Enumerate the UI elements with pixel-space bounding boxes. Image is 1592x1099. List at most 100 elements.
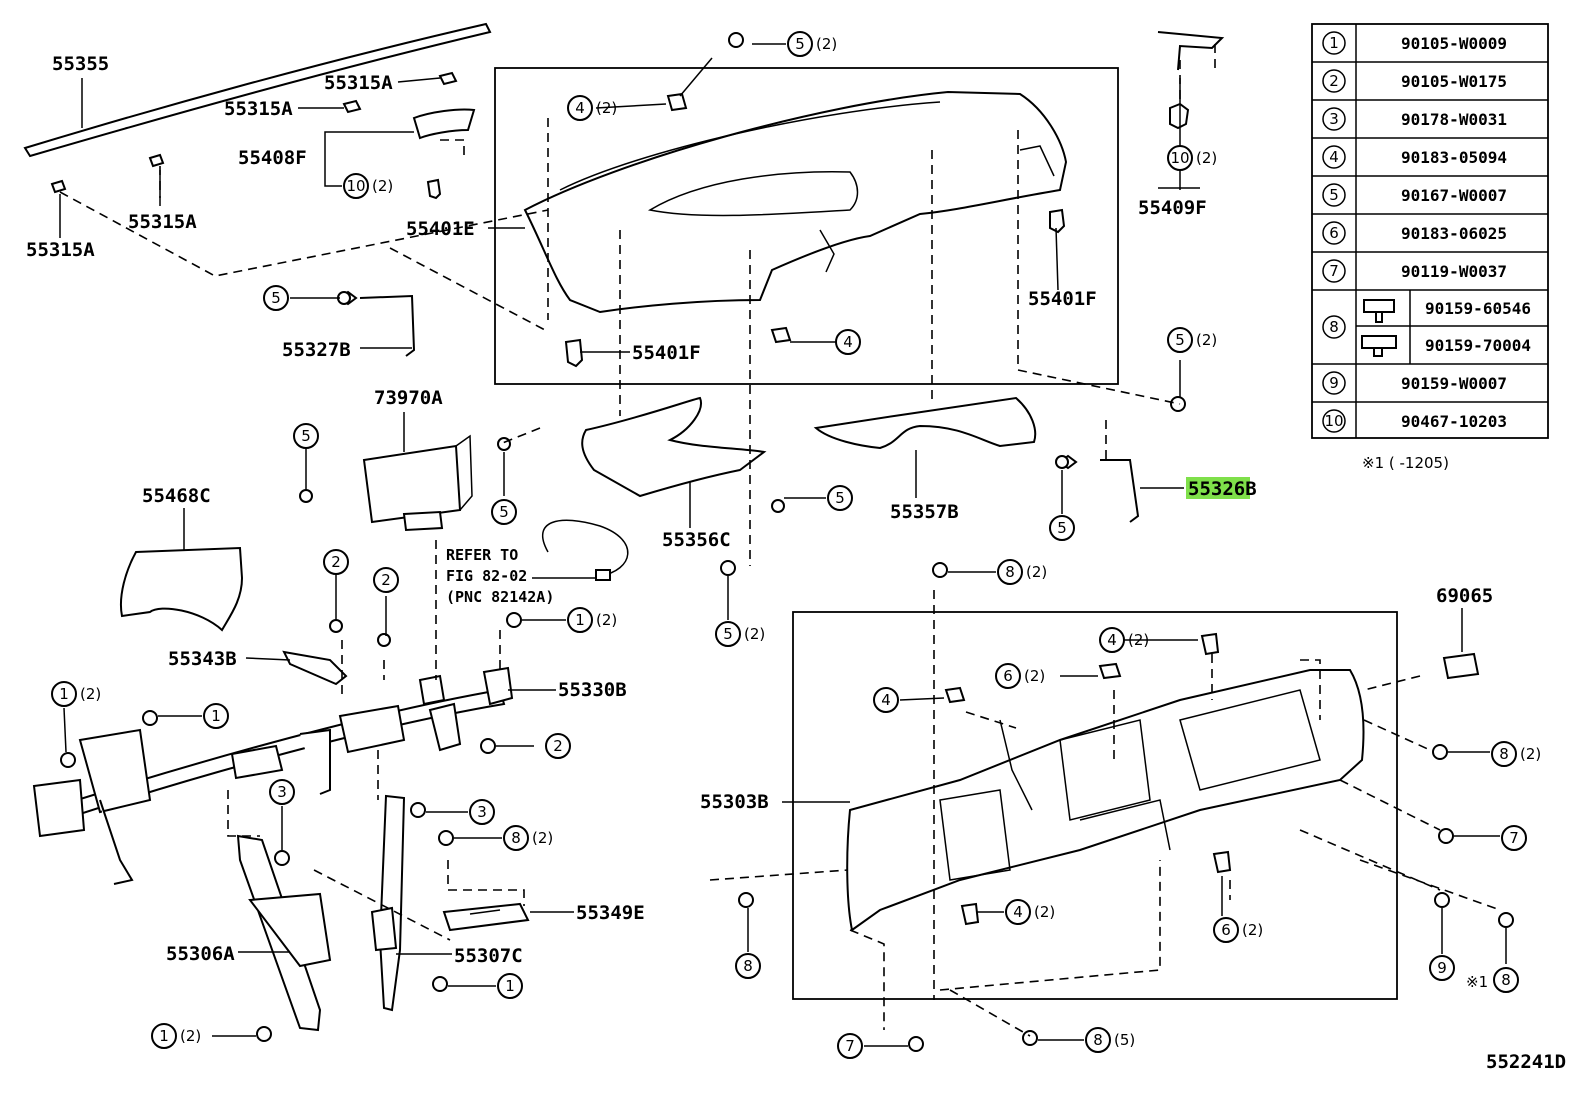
callout-8[interactable]: 8(2) bbox=[997, 559, 1047, 585]
svg-text:1: 1 bbox=[1329, 34, 1339, 52]
svg-text:※1: ※1 bbox=[1466, 973, 1488, 991]
bracket-part-55349e[interactable] bbox=[442, 902, 530, 932]
callout-3[interactable]: 3 bbox=[469, 799, 495, 825]
svg-text:90105-W0175: 90105-W0175 bbox=[1401, 72, 1507, 91]
callout-5[interactable]: 5 bbox=[263, 285, 289, 311]
callout-8[interactable]: 8 bbox=[735, 953, 761, 979]
label-55303b[interactable]: 55303B bbox=[700, 791, 769, 813]
silencer-pad-part-55356c[interactable] bbox=[581, 396, 767, 498]
bracket-part-69065[interactable] bbox=[1442, 652, 1480, 680]
label-55315a-top[interactable]: 55315A bbox=[324, 72, 393, 94]
callout-5[interactable]: 5(2) bbox=[787, 31, 837, 57]
label-55306a[interactable]: 55306A bbox=[166, 943, 235, 965]
callout-8[interactable]: 8(2) bbox=[503, 825, 553, 851]
callout-1[interactable]: 1 bbox=[497, 973, 523, 999]
bracket-part-55327b[interactable] bbox=[338, 290, 416, 357]
steering-support-beam-part[interactable] bbox=[32, 666, 514, 885]
callout-7[interactable]: 7 bbox=[1501, 825, 1527, 851]
callout-8[interactable]: 8(5) bbox=[1085, 1027, 1135, 1053]
label-55326b[interactable]: 55326B bbox=[1188, 478, 1257, 500]
callout-4[interactable]: 4(2) bbox=[1099, 627, 1149, 653]
wire-harness-part[interactable] bbox=[541, 519, 629, 581]
bracket-part-55343b[interactable] bbox=[282, 650, 348, 686]
reinforcement-frame-part[interactable] bbox=[846, 669, 1365, 932]
windshield-moulding-part[interactable] bbox=[23, 22, 492, 158]
callout-1[interactable]: 1(2) bbox=[51, 681, 101, 707]
callout-2[interactable]: 2 bbox=[545, 733, 571, 759]
label-55327b[interactable]: 55327B bbox=[282, 339, 351, 361]
callout-7[interactable]: 7 bbox=[837, 1033, 863, 1059]
svg-text:(2): (2) bbox=[180, 1027, 201, 1045]
label-55315a-right[interactable]: 55315A bbox=[128, 211, 197, 233]
label-55356c[interactable]: 55356C bbox=[662, 529, 731, 551]
label-55343b[interactable]: 55343B bbox=[168, 648, 237, 670]
clip-part-55315a[interactable] bbox=[50, 71, 458, 194]
panel-clip-part-55401f[interactable] bbox=[564, 208, 1066, 368]
callout-6[interactable]: 6(2) bbox=[995, 663, 1045, 689]
label-55408f[interactable]: 55408F bbox=[238, 147, 307, 169]
label-73970a[interactable]: 73970A bbox=[374, 387, 443, 409]
callout-8[interactable]: 8(2) bbox=[1491, 741, 1541, 767]
callout-2[interactable]: 2 bbox=[373, 567, 399, 593]
callout-5[interactable]: 5 bbox=[827, 485, 853, 511]
label-55409f[interactable]: 55409F bbox=[1138, 197, 1207, 219]
airbag-module-part[interactable] bbox=[362, 434, 473, 532]
knee-cover-part[interactable] bbox=[120, 546, 244, 632]
label-55401f-left[interactable]: 55401F bbox=[632, 342, 701, 364]
label-55401f-right[interactable]: 55401F bbox=[1028, 288, 1097, 310]
callout-5[interactable]: 5 bbox=[1049, 515, 1075, 541]
upper-dashboard-panel[interactable] bbox=[523, 90, 1068, 314]
label-55357b[interactable]: 55357B bbox=[890, 501, 959, 523]
svg-text:90467-10203: 90467-10203 bbox=[1401, 412, 1507, 431]
callout-9[interactable]: 9 bbox=[1429, 955, 1455, 981]
table-row[interactable]: 8 90159-60546 90159-70004 bbox=[1322, 299, 1531, 357]
label-55315a-left[interactable]: 55315A bbox=[26, 239, 95, 261]
callout-4[interactable]: 4(2) bbox=[567, 95, 617, 121]
callout-2[interactable]: 2 bbox=[323, 549, 349, 575]
label-55330b[interactable]: 55330B bbox=[558, 679, 627, 701]
label-55401e[interactable]: 55401E bbox=[406, 218, 475, 240]
brace-part-55307c[interactable] bbox=[370, 794, 406, 1012]
svg-text:6: 6 bbox=[1329, 224, 1339, 242]
svg-text:1: 1 bbox=[59, 685, 69, 703]
svg-text:3: 3 bbox=[477, 803, 487, 821]
label-55468c[interactable]: 55468C bbox=[142, 485, 211, 507]
callout-3[interactable]: 3 bbox=[269, 779, 295, 805]
brace-part-55306a[interactable] bbox=[236, 834, 332, 1032]
bracket-part-55409f[interactable] bbox=[1157, 31, 1225, 130]
callout-10[interactable]: 10(2) bbox=[343, 173, 393, 199]
silencer-pad-part-55357b[interactable] bbox=[813, 396, 1037, 450]
callout-10[interactable]: 10(2) bbox=[1167, 145, 1217, 171]
callout-1[interactable]: 1(2) bbox=[567, 607, 617, 633]
label-55355[interactable]: 55355 bbox=[52, 53, 109, 75]
label-69065[interactable]: 69065 bbox=[1436, 585, 1493, 607]
bracket-part-55326b[interactable] bbox=[1058, 454, 1140, 523]
callout-1[interactable]: 1 bbox=[203, 703, 229, 729]
label-55307c[interactable]: 55307C bbox=[454, 945, 523, 967]
label-55349e[interactable]: 55349E bbox=[576, 902, 645, 924]
svg-text:2: 2 bbox=[553, 737, 563, 755]
callout-4[interactable]: 4(2) bbox=[1005, 899, 1055, 925]
svg-text:(2): (2) bbox=[532, 829, 553, 847]
callout-1[interactable]: 1(2) bbox=[151, 1023, 201, 1049]
callout-5[interactable]: 5 bbox=[293, 423, 319, 449]
callout-4[interactable]: 4 bbox=[873, 687, 899, 713]
nozzle-cover-part[interactable] bbox=[412, 108, 476, 200]
callout-4[interactable]: 4 bbox=[835, 329, 861, 355]
callout-5[interactable]: 5(2) bbox=[715, 621, 765, 647]
callout-6[interactable]: 6(2) bbox=[1213, 917, 1263, 943]
callout-5[interactable]: 5 bbox=[491, 499, 517, 525]
label-55315a-mid[interactable]: 55315A bbox=[224, 98, 293, 120]
svg-text:1: 1 bbox=[505, 977, 515, 995]
callout-5[interactable]: 5(2) bbox=[1167, 327, 1217, 353]
